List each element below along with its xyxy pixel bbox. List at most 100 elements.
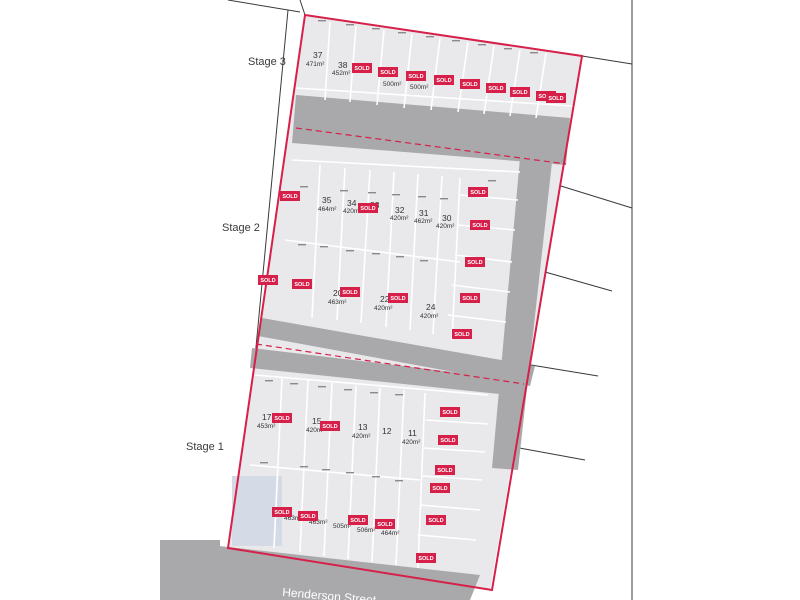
- lot-38-area: 452m²: [332, 70, 351, 77]
- sold-badge-label: SOLD: [418, 556, 433, 562]
- sold-badge-label: SOLD: [322, 424, 337, 430]
- sold-badge: SOLD: [510, 87, 530, 97]
- sold-badge: SOLD: [416, 553, 436, 563]
- dimension-tick: [265, 380, 273, 382]
- sold-badge: SOLD: [452, 329, 472, 339]
- sold-badge: SOLD: [272, 507, 292, 517]
- sold-badge: SOLD: [460, 79, 480, 89]
- sold-badge: SOLD: [375, 519, 395, 529]
- lot-35-area: 464m²: [318, 206, 337, 213]
- lot-17-number: 17: [262, 412, 272, 422]
- lot-34-area: 420m²: [343, 208, 362, 215]
- dimension-marks: [260, 20, 538, 482]
- sold-badge-bg: [348, 515, 368, 525]
- sold-badge: SOLD: [465, 257, 485, 267]
- lot-20-number: 20: [333, 288, 343, 298]
- sold-badge-label: SOLD: [274, 416, 289, 422]
- sold-badge-bg: [358, 203, 378, 213]
- dimension-tick: [300, 186, 308, 188]
- lot-15-area: 420m²: [306, 427, 325, 434]
- stage-1-label: Stage 1: [186, 441, 224, 453]
- sold-badge-label: SOLD: [282, 194, 297, 200]
- lot-37-number: 37: [313, 50, 323, 60]
- dimension-tick: [488, 180, 496, 182]
- sold-badge: SOLD: [272, 413, 292, 423]
- sold-badge-bg: [426, 515, 446, 525]
- sold-badge-bg: [280, 191, 300, 201]
- dimension-tick: [395, 480, 403, 482]
- sold-badge: SOLD: [292, 279, 312, 289]
- dimension-tick: [346, 472, 354, 474]
- sold-badge-bg: [510, 87, 530, 97]
- dimension-tick: [346, 250, 354, 252]
- dimension-tick: [418, 196, 426, 198]
- sold-badge-label: SOLD: [360, 206, 375, 212]
- sold-badge-bg: [460, 79, 480, 89]
- lot-32-number: 32: [395, 205, 405, 215]
- dimension-tick: [396, 256, 404, 258]
- sold-badge-label: SOLD: [300, 514, 315, 520]
- lot-34-number: 34: [347, 198, 357, 208]
- sold-badge-label: SOLD: [380, 70, 395, 76]
- dimension-tick: [372, 476, 380, 478]
- dimension-tick: [420, 260, 428, 262]
- dimension-tick: [320, 246, 328, 248]
- sold-badge-bg: [452, 329, 472, 339]
- west-road-stub: [160, 540, 220, 600]
- dimension-tick: [372, 28, 380, 30]
- sold-badge-label: SOLD: [354, 66, 369, 72]
- dimension-tick: [398, 32, 406, 34]
- sold-badge-label: SOLD: [472, 223, 487, 229]
- lot-a-area: 463m²: [284, 515, 303, 522]
- sold-badge-bg: [435, 465, 455, 475]
- dimension-tick: [372, 253, 380, 255]
- internal-road-middle: [258, 318, 535, 386]
- sold-badge-bg: [298, 511, 318, 521]
- sold-badge: SOLD: [280, 191, 300, 201]
- lot-37-area: 471m²: [306, 61, 325, 68]
- sold-badge-bg: [468, 187, 488, 197]
- dimension-tick: [504, 48, 512, 50]
- sold-badge-label: SOLD: [432, 486, 447, 492]
- dimension-tick: [530, 52, 538, 54]
- sold-badge: SOLD: [406, 71, 426, 81]
- sold-badge-label: SOLD: [342, 290, 357, 296]
- lot-24-area: 420m²: [420, 313, 439, 320]
- lot-22-number: 22: [380, 294, 390, 304]
- sold-badge-label: SOLD: [428, 518, 443, 524]
- sold-badge: SOLD: [434, 75, 454, 85]
- dimension-tick: [478, 44, 486, 46]
- lot-32-area: 420m²: [390, 215, 409, 222]
- sold-badge-label: SOLD: [294, 282, 309, 288]
- henderson-street-road: [160, 540, 480, 600]
- lot-13-area: 420m²: [352, 433, 371, 440]
- dimension-tick: [290, 383, 298, 385]
- stage-3-label: Stage 3: [248, 56, 286, 68]
- sold-badge-label: SOLD: [442, 410, 457, 416]
- sold-badge: SOLD: [460, 293, 480, 303]
- sold-badge-bg: [460, 293, 480, 303]
- road-network: [160, 95, 570, 600]
- sold-badge: SOLD: [470, 220, 490, 230]
- sold-badge: SOLD: [440, 407, 460, 417]
- stage3-access-road: [292, 95, 570, 165]
- lot-d-area: 506m²: [357, 527, 376, 534]
- dimension-tick: [260, 462, 268, 464]
- dimension-tick: [344, 389, 352, 391]
- sold-badge-bg: [272, 507, 292, 517]
- sold-badge: SOLD: [320, 421, 340, 431]
- lot-24-number: 24: [426, 302, 436, 312]
- development-boundary: [226, 13, 584, 592]
- dimension-tick: [368, 192, 376, 194]
- sold-badge-bg: [388, 293, 408, 303]
- sold-badge: SOLD: [352, 63, 372, 73]
- sold-badge-label: SOLD: [548, 96, 563, 102]
- sold-badge-label: SOLD: [462, 82, 477, 88]
- dimension-tick: [318, 20, 326, 22]
- lot-12-number: 12: [382, 426, 392, 436]
- lot-31-area: 462m²: [414, 218, 433, 225]
- dimension-tick: [395, 394, 403, 396]
- sold-badge: SOLD: [298, 511, 318, 521]
- lot-c-area: 505m²: [333, 523, 352, 530]
